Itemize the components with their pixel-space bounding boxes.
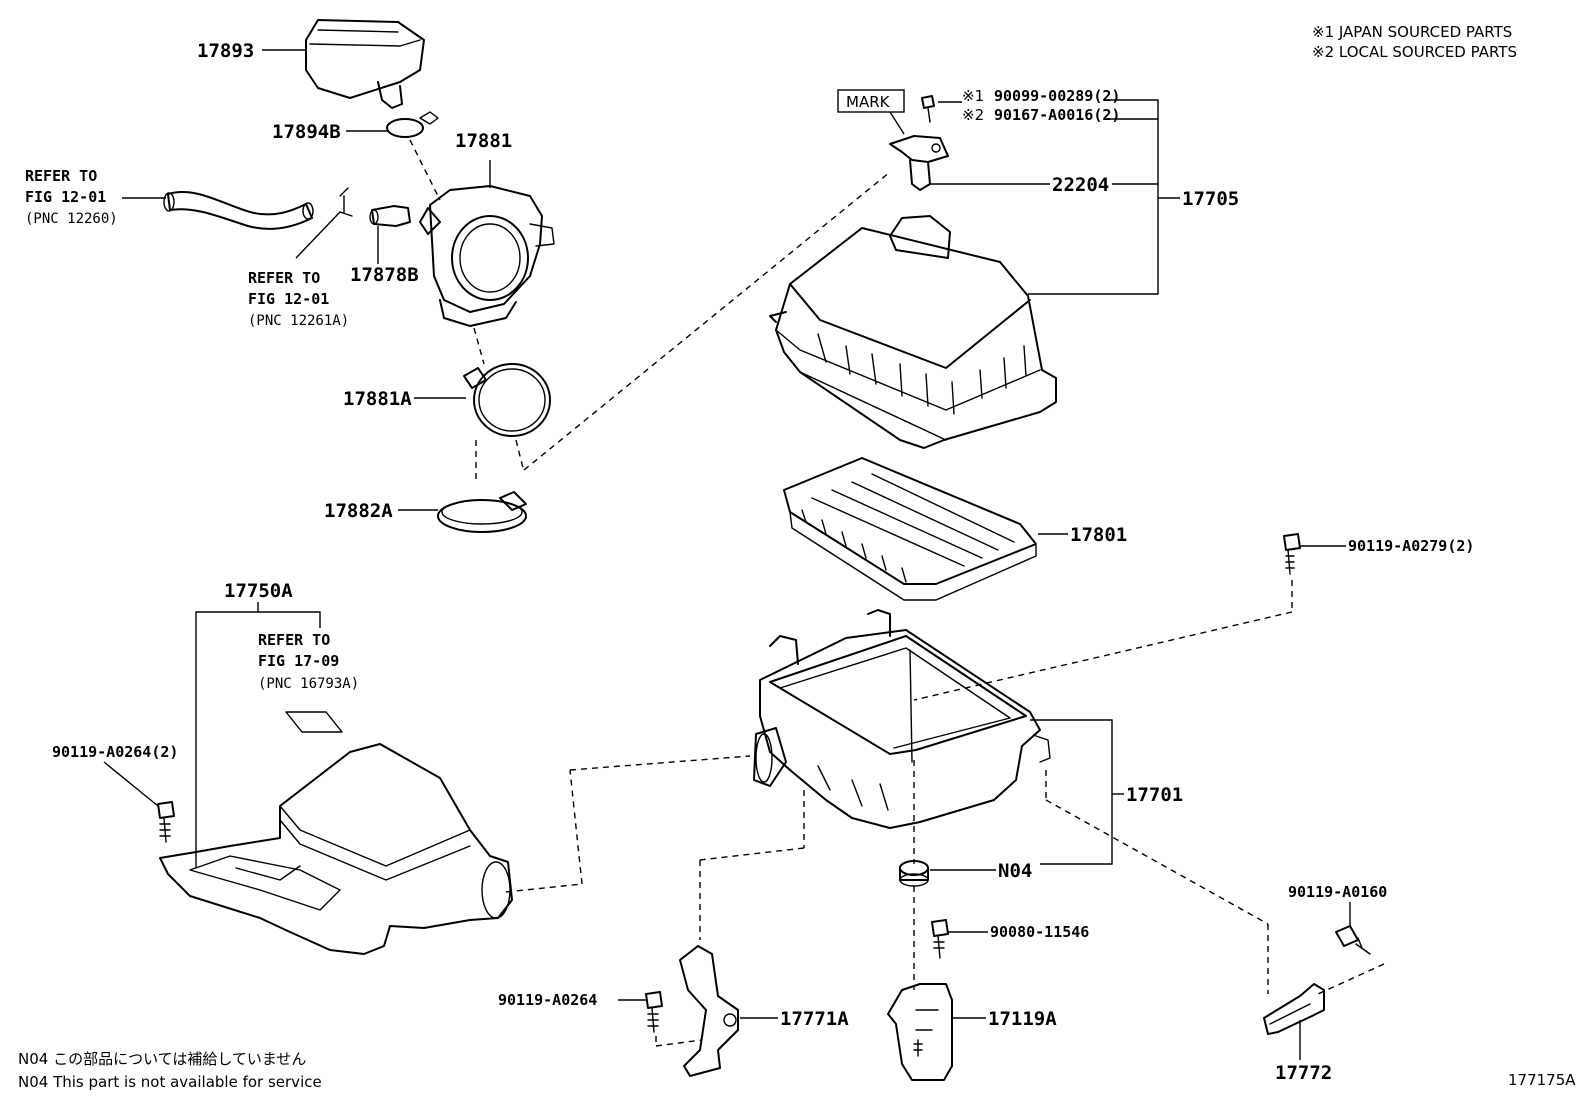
label-plate-drawing	[285, 711, 343, 733]
clamp-17894b-drawing	[386, 111, 439, 138]
part-number-17772[interactable]: 17772	[1275, 1062, 1332, 1084]
mark-label: MARK	[846, 93, 891, 111]
part-number-17881[interactable]: 17881	[455, 130, 512, 152]
air-cleaner-case-17701-drawing	[753, 609, 1051, 829]
hose-drawing	[163, 187, 353, 230]
bolt-90099-drawing	[921, 95, 935, 123]
bolt-90119-a0264-2-drawing	[157, 801, 175, 843]
part-number-90119-a0264[interactable]: 90119-A0264	[498, 991, 597, 1009]
bracket-17772-drawing	[1263, 983, 1325, 1035]
part-number-22204[interactable]: 22204	[1052, 174, 1109, 196]
part-number-17771a[interactable]: 17771A	[780, 1008, 849, 1030]
fitting-17878b-drawing	[369, 205, 411, 227]
bracket-17771a-drawing	[679, 945, 739, 1077]
part-number-90119-a0264-2[interactable]: 90119-A0264(2)	[52, 743, 178, 761]
resonator-17893-drawing	[305, 19, 425, 109]
part-number-17801[interactable]: 17801	[1070, 524, 1127, 546]
refer-fig-17-09-pnc-16793a-line3: (PNC 16793A)	[258, 676, 359, 692]
bolt-90119-a0160-drawing	[1335, 925, 1371, 955]
part-number-17701[interactable]: 17701	[1126, 784, 1183, 806]
mark-box	[837, 89, 905, 113]
air-cleaner-cap-17705-drawing	[769, 215, 1057, 449]
refer-fig-12-01-pnc-12261a-line2: FIG 12-01	[248, 290, 329, 308]
part-number-n04[interactable]: N04	[998, 860, 1032, 882]
part-number-17893[interactable]: 17893	[197, 40, 254, 62]
inlet-duct-17750a-drawing	[159, 743, 513, 955]
legend-japan-sourced: ※1 JAPAN SOURCED PARTS	[1312, 23, 1512, 41]
air-flow-body-17881-drawing	[419, 160, 555, 327]
part-number-17894b[interactable]: 17894B	[272, 121, 341, 143]
part-number-17878b[interactable]: 17878B	[350, 264, 419, 286]
part-number-90119-a0160[interactable]: 90119-A0160	[1288, 883, 1387, 901]
bracket-17119a-drawing	[887, 983, 953, 1081]
bolt-90119-a0279-drawing	[1283, 533, 1301, 575]
japan-sourced-marker-1: ※1	[962, 87, 984, 105]
part-number-90119-a0279[interactable]: 90119-A0279(2)	[1348, 537, 1474, 555]
part-number-90080-11546[interactable]: 90080-11546	[990, 923, 1089, 941]
part-number-17705[interactable]: 17705	[1182, 188, 1239, 210]
sensor-22204-drawing	[889, 135, 949, 191]
refer-fig-12-01-pnc-12261a-line1: REFER TO	[248, 269, 320, 287]
refer-fig-17-09-pnc-16793a-line2: FIG 17-09	[258, 652, 339, 670]
part-number-17882a[interactable]: 17882A	[324, 500, 393, 522]
part-number-90099-00289[interactable]: 90099-00289(2)	[994, 87, 1120, 105]
refer-fig-12-01-pnc-12260-line1: REFER TO	[25, 167, 97, 185]
grommet-n04-drawing	[899, 860, 929, 887]
legend-local-sourced: ※2 LOCAL SOURCED PARTS	[1312, 43, 1517, 61]
clamp-17882a-drawing	[437, 491, 527, 533]
refer-fig-12-01-pnc-12261a-line3: (PNC 12261A)	[248, 313, 349, 329]
clamp-17881a-drawing	[463, 363, 551, 437]
local-sourced-marker-2: ※2	[962, 106, 984, 124]
footnote-n04-english: N04 This part is not available for servi…	[18, 1073, 322, 1091]
part-number-17881a[interactable]: 17881A	[343, 388, 412, 410]
refer-fig-17-09-pnc-16793a-line1: REFER TO	[258, 631, 330, 649]
refer-fig-12-01-pnc-12260-line2: FIG 12-01	[25, 188, 106, 206]
part-number-17750a[interactable]: 17750A	[224, 580, 293, 602]
bolt-90080-11546-drawing	[931, 919, 949, 959]
part-number-17119a[interactable]: 17119A	[988, 1008, 1057, 1030]
figure-id: 177175A	[1508, 1071, 1576, 1089]
bolt-90119-a0264-drawing	[645, 991, 663, 1033]
footnote-n04-japanese: N04 この部品については補給していません	[18, 1050, 306, 1068]
part-number-90167-a0016[interactable]: 90167-A0016(2)	[994, 106, 1120, 124]
refer-fig-12-01-pnc-12260-line3: (PNC 12260)	[25, 211, 118, 227]
filter-element-17801-drawing	[783, 457, 1037, 601]
